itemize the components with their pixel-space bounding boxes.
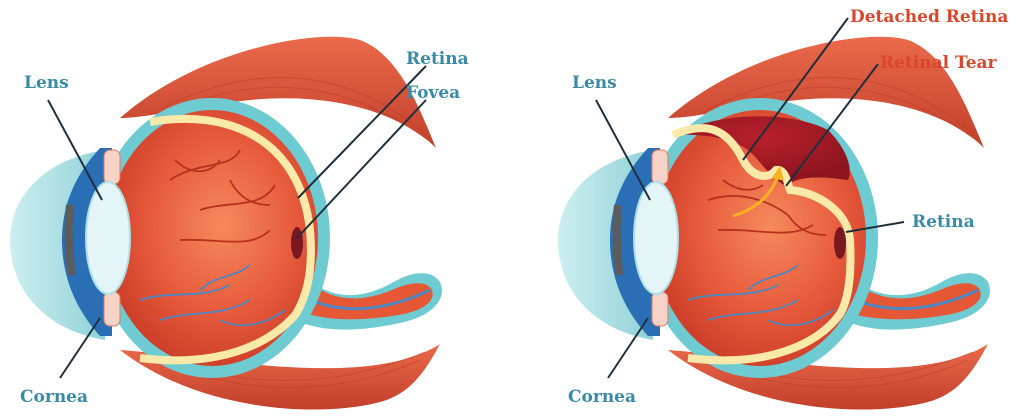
label-lens: Lens	[24, 73, 69, 93]
fovea	[834, 227, 846, 259]
label-retina: Retina	[406, 49, 469, 69]
detached-retina-eye-diagram: Lens Cornea Detached Retina Retinal Tear…	[558, 7, 1008, 410]
label-detached-retina: Detached Retina	[850, 7, 1008, 27]
label-retinal-tear: Retinal Tear	[880, 53, 998, 73]
fovea	[291, 227, 303, 259]
lens	[634, 182, 678, 294]
label-cornea: Cornea	[568, 387, 636, 407]
label-cornea: Cornea	[20, 387, 88, 407]
normal-eye-diagram: Lens Cornea Retina Fovea	[10, 37, 469, 410]
lens	[86, 182, 130, 294]
label-fovea: Fovea	[406, 83, 460, 103]
label-retina: Retina	[912, 212, 975, 232]
label-lens: Lens	[572, 73, 617, 93]
